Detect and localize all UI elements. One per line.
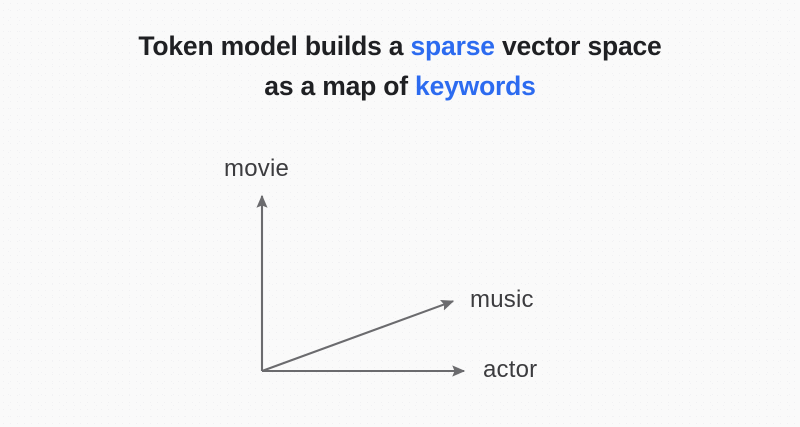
diagonal-vector-line bbox=[261, 300, 455, 372]
title-line-2: as a map of keywords bbox=[0, 66, 800, 106]
title-line-1-text-a: Token model builds a bbox=[138, 31, 411, 61]
title-line-1: Token model builds a sparse vector space bbox=[0, 26, 800, 66]
title-accent-sparse: sparse bbox=[410, 31, 495, 61]
page-title: Token model builds a sparse vector space… bbox=[0, 26, 800, 106]
title-line-1-text-b: vector space bbox=[494, 31, 662, 61]
axis-label-movie: movie bbox=[224, 155, 290, 182]
axis-label-music: music bbox=[470, 286, 534, 313]
title-accent-keywords: keywords bbox=[415, 71, 536, 101]
title-line-2-text-a: as a map of bbox=[264, 71, 416, 101]
axis-label-actor: actor bbox=[483, 356, 538, 383]
